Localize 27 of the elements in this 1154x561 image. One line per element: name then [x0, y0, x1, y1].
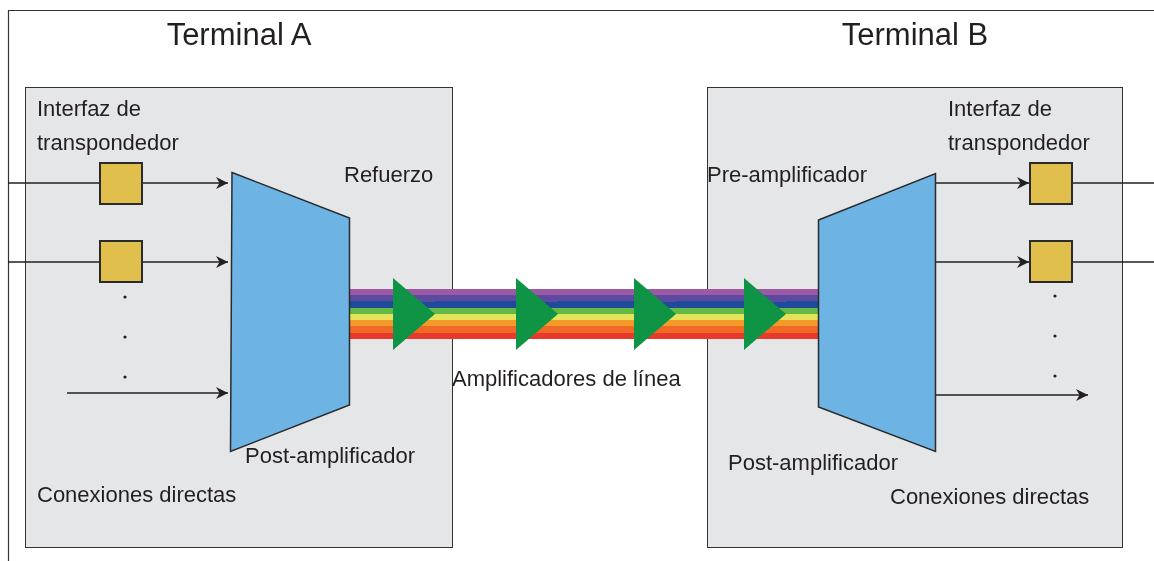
fiber-link — [676, 289, 744, 339]
fiber-link — [786, 289, 818, 339]
arrow — [142, 177, 229, 189]
terminal-heading: Terminal B — [840, 16, 990, 54]
terminal-heading: Terminal A — [165, 16, 313, 54]
component-label: Interfaz de transpondedor — [37, 95, 180, 157]
transponder-box — [99, 240, 143, 283]
arrow — [935, 177, 1030, 189]
fiber-link — [350, 289, 393, 339]
transponder-box — [99, 162, 143, 205]
amplifier-triangle — [516, 278, 558, 350]
amplifier-triangle — [393, 278, 435, 350]
amplifier-triangle — [634, 278, 676, 350]
component-label: Interfaz de transpondedor — [948, 95, 1091, 157]
component-label: Refuerzo — [344, 162, 434, 188]
arrow — [66, 387, 229, 399]
component-label: Conexiones directas — [37, 482, 237, 508]
arrow — [935, 389, 1089, 401]
transponder-box — [1029, 162, 1073, 205]
arrow — [142, 256, 229, 268]
arrow — [935, 256, 1030, 268]
amplifier-triangle — [744, 278, 786, 350]
component-label: Post-amplificador — [245, 443, 415, 469]
component-label: Pre-amplificador — [707, 162, 868, 188]
transponder-box — [1029, 240, 1073, 283]
component-label: Conexiones directas — [890, 484, 1090, 510]
component-label: Post-amplificador — [728, 450, 898, 476]
